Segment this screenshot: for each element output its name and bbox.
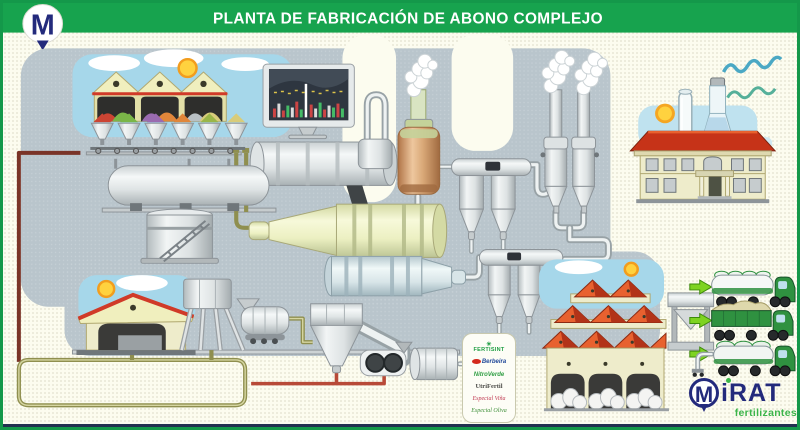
cloud-icon bbox=[221, 57, 269, 72]
star-icon: ✳ bbox=[486, 341, 492, 348]
warehouse-bays bbox=[91, 71, 229, 122]
cyclone bbox=[517, 264, 541, 324]
truck-bulk-middle bbox=[710, 300, 794, 341]
control-monitor bbox=[262, 63, 355, 140]
mirat-emblem-icon: M bbox=[689, 378, 719, 412]
recycle-pipe-loop bbox=[16, 357, 248, 408]
truck-tanker-bottom bbox=[691, 340, 796, 377]
mirat-wordmark: iRAT bbox=[721, 378, 782, 407]
pipework bbox=[16, 91, 612, 408]
cyclone bbox=[490, 175, 516, 241]
plant-diagram: PLANTA DE FABRICACIÓN DE ABONO COMPLEJO … bbox=[3, 3, 797, 412]
header-logo-emblem: M bbox=[22, 3, 64, 51]
dispatch-trucks bbox=[689, 270, 796, 377]
cyclone-bank-lower bbox=[478, 249, 564, 324]
elevated-bin bbox=[179, 278, 246, 352]
scrubber-vessel bbox=[397, 53, 441, 195]
scrubber-tower bbox=[540, 49, 576, 214]
raw-materials-warehouse bbox=[72, 49, 293, 154]
feed-hoppers bbox=[90, 113, 248, 145]
brand-logo-6: Especial Oliva bbox=[471, 407, 507, 414]
tank-ladder bbox=[159, 220, 211, 263]
ingredients-warehouse bbox=[76, 275, 196, 356]
cloud-icon bbox=[116, 275, 168, 291]
cyclone-bank-upper bbox=[451, 158, 532, 241]
discharge-chute bbox=[346, 185, 369, 206]
bottom-edge-line bbox=[3, 424, 797, 427]
brand-logo-3: NitroVerde bbox=[473, 371, 505, 378]
sack-piles bbox=[550, 388, 663, 410]
monitor-chart bbox=[272, 83, 344, 118]
panel-notch bbox=[451, 34, 514, 151]
ground-line-lower bbox=[71, 349, 461, 355]
scrubber-towers bbox=[540, 49, 608, 214]
ground-line bbox=[85, 151, 242, 156]
brand-logo-5: Especial Viña bbox=[472, 396, 506, 402]
mirat-m-icon: M bbox=[31, 10, 55, 42]
cyclone bbox=[458, 175, 485, 241]
cooler-drum bbox=[324, 255, 467, 297]
sun-icon bbox=[623, 261, 639, 277]
windows-upper bbox=[645, 156, 762, 172]
granulator-drum bbox=[248, 203, 448, 258]
condenser-unit bbox=[357, 138, 393, 170]
svg-text:M: M bbox=[695, 382, 713, 407]
cyclone bbox=[487, 264, 511, 324]
brand-logo-2: Berbeira bbox=[463, 359, 515, 366]
vapor-squiggle bbox=[726, 86, 777, 100]
grinder-mill bbox=[236, 298, 290, 345]
page-title: PLANTA DE FABRICACIÓN DE ABONO COMPLEJO bbox=[213, 10, 603, 28]
vapor-squiggle bbox=[722, 55, 783, 74]
entrance-portico bbox=[694, 170, 735, 203]
feed-conveyor bbox=[90, 146, 246, 154]
brand-logo-4: UtriFertil bbox=[475, 382, 503, 390]
roller-crusher bbox=[359, 341, 413, 377]
mini-drum bbox=[409, 347, 459, 381]
horizontal-storage-tank bbox=[107, 158, 270, 212]
material-pile bbox=[185, 113, 206, 122]
header-bar bbox=[3, 3, 797, 33]
bagged-product-warehouse bbox=[538, 259, 669, 412]
cloud-icon bbox=[88, 55, 140, 72]
factory-office-building bbox=[629, 55, 783, 204]
product-brands-panel: ✳FERTISINT Berbeira NitroVerde UtriFerti… bbox=[462, 333, 516, 423]
mirat-logo: M iRAT fertilizantes bbox=[687, 377, 797, 423]
sun-icon bbox=[177, 57, 198, 79]
scrubber-tower bbox=[571, 51, 608, 214]
mirat-tagline: fertilizantes bbox=[734, 407, 797, 419]
windows-lower bbox=[645, 178, 762, 193]
vertical-storage-tank bbox=[140, 208, 219, 264]
brand-logo-1: ✳FERTISINT bbox=[463, 342, 515, 354]
flow-arrow bbox=[689, 279, 713, 295]
truck-tanker-top bbox=[711, 270, 796, 308]
flow-arrow bbox=[689, 312, 713, 329]
sun-icon bbox=[97, 279, 116, 299]
cloud-icon bbox=[554, 260, 603, 275]
i-dot-icon bbox=[726, 378, 731, 383]
